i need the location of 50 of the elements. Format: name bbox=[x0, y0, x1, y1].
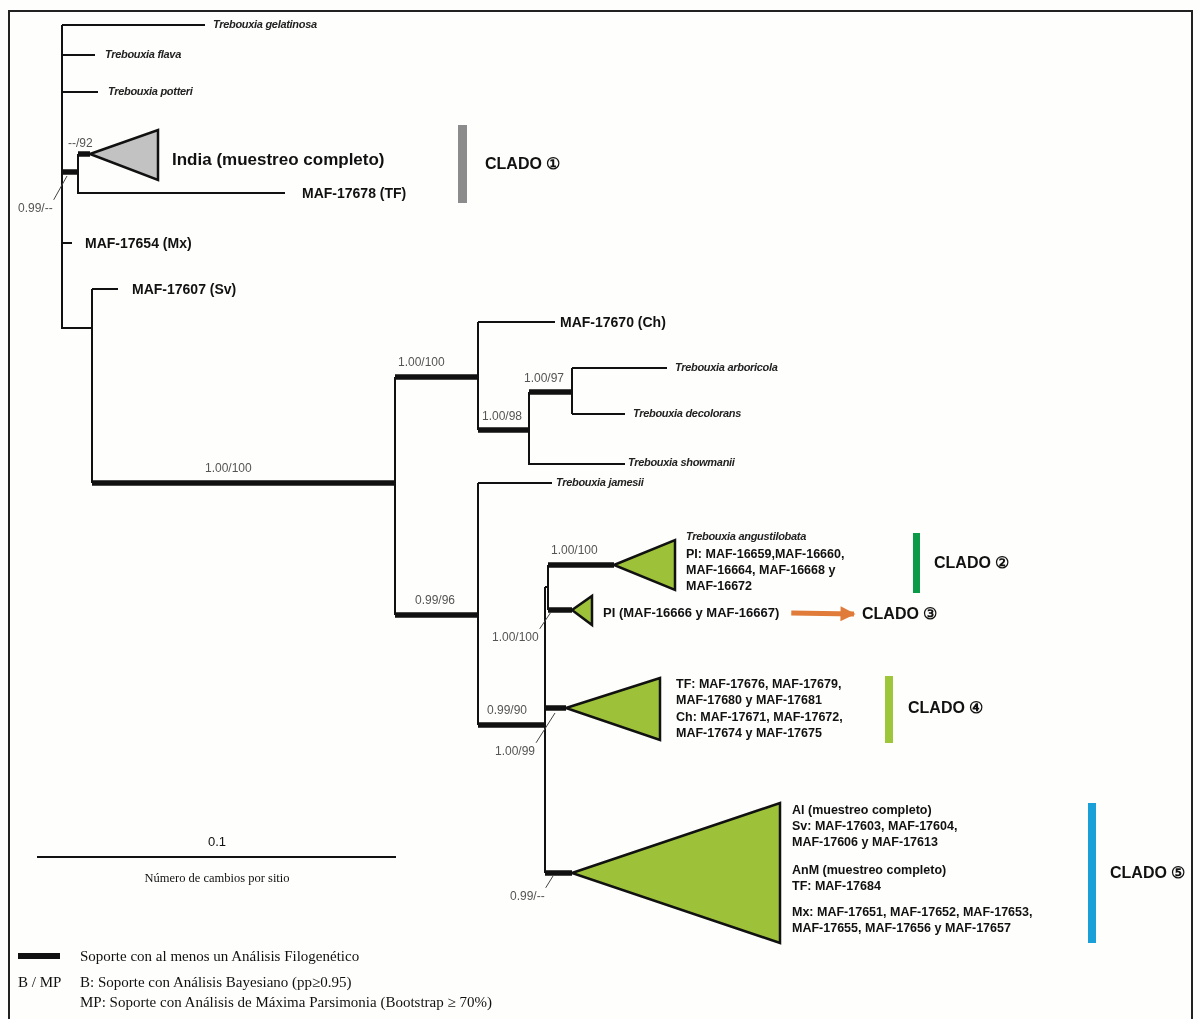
support-value: 1.00/100 bbox=[205, 460, 252, 476]
clade-name: CLADO ① bbox=[485, 154, 561, 174]
taxon-label: Trebouxia arboricola bbox=[675, 361, 778, 375]
taxon-label: Trebouxia showmanii bbox=[628, 456, 735, 470]
leader-line bbox=[539, 611, 552, 630]
arrow bbox=[791, 606, 856, 622]
specimen-label: MAF-17607 (Sv) bbox=[132, 280, 237, 298]
leader-line bbox=[53, 175, 68, 201]
clade-label: India (muestreo completo) bbox=[172, 149, 385, 171]
specimen-list: Ch: MAF-17671, MAF-17672, MAF-17674 y MAF-17675 bbox=[676, 709, 876, 741]
specimen-label: MAF-17654 (Mx) bbox=[85, 234, 192, 252]
leader-line bbox=[535, 712, 556, 744]
taxon-label: Trebouxia decolorans bbox=[633, 407, 742, 421]
specimen-list: TF: MAF-17676, MAF-17679, MAF-17680 y MAF-17681 bbox=[676, 676, 876, 708]
clade-name: CLADO ③ bbox=[862, 604, 938, 624]
legend-note: MP: Soporte con Análisis de Máxima Parsimonia (Bootstrap ≥ 70%) bbox=[80, 993, 492, 1011]
clade-name: CLADO ④ bbox=[908, 698, 984, 718]
support-value: 0.99/96 bbox=[415, 592, 456, 608]
support-value: 1.00/99 bbox=[495, 743, 536, 759]
support-value: 1.00/100 bbox=[492, 629, 539, 645]
support-value: 1.00/100 bbox=[398, 354, 445, 370]
taxon-label: Trebouxia potteri bbox=[108, 85, 193, 99]
taxon-label: Trebouxia gelatinosa bbox=[213, 18, 317, 32]
specimen-label: MAF-17670 (Ch) bbox=[560, 313, 666, 331]
specimen-list: Al (muestreo completo) bbox=[792, 802, 1072, 818]
legend-text: Soporte con al menos un Análisis Filogenético bbox=[80, 947, 360, 965]
legend-note: B / MP bbox=[18, 973, 62, 991]
support-value: --/92 bbox=[68, 135, 93, 151]
taxon-label: Trebouxia flava bbox=[105, 48, 181, 62]
support-value: 0.99/-- bbox=[18, 200, 53, 216]
legend-note: B: Soporte con Análisis Bayesiano (pp≥0.95) bbox=[80, 973, 352, 991]
specimen-list: PI: MAF-16659,MAF-16660, MAF-16664, MAF-16668 y MAF-16672 bbox=[686, 546, 871, 594]
support-value: 1.00/100 bbox=[551, 542, 598, 558]
specimen-label: MAF-17678 (TF) bbox=[302, 184, 407, 202]
taxon-label: Trebouxia angustilobata bbox=[686, 530, 807, 544]
leader-line bbox=[545, 875, 554, 889]
clade-name: CLADO ⑤ bbox=[1110, 863, 1186, 883]
clade-name: CLADO ② bbox=[934, 553, 1010, 573]
scale-value: 0.1 bbox=[207, 834, 227, 850]
specimen-list: Sv: MAF-17603, MAF-17604, MAF-17606 y MAF-17613 bbox=[792, 818, 1022, 850]
support-value: 0.99/90 bbox=[487, 702, 528, 718]
specimen-list: TF: MAF-17684 bbox=[792, 878, 1072, 894]
support-value: 0.99/-- bbox=[510, 888, 545, 904]
taxon-label: Trebouxia jamesii bbox=[556, 476, 644, 490]
specimen-list: AnM (muestreo completo) bbox=[792, 862, 1072, 878]
scale-caption: Número de cambios por sitio bbox=[144, 870, 290, 886]
specimen-label: PI (MAF-16666 y MAF-16667) bbox=[603, 605, 780, 621]
specimen-list: Mx: MAF-17651, MAF-17652, MAF-17653, MAF-17655, MAF-17656 y MAF-17657 bbox=[792, 904, 1077, 936]
support-value: 1.00/98 bbox=[482, 408, 523, 424]
support-value: 1.00/97 bbox=[524, 370, 565, 386]
